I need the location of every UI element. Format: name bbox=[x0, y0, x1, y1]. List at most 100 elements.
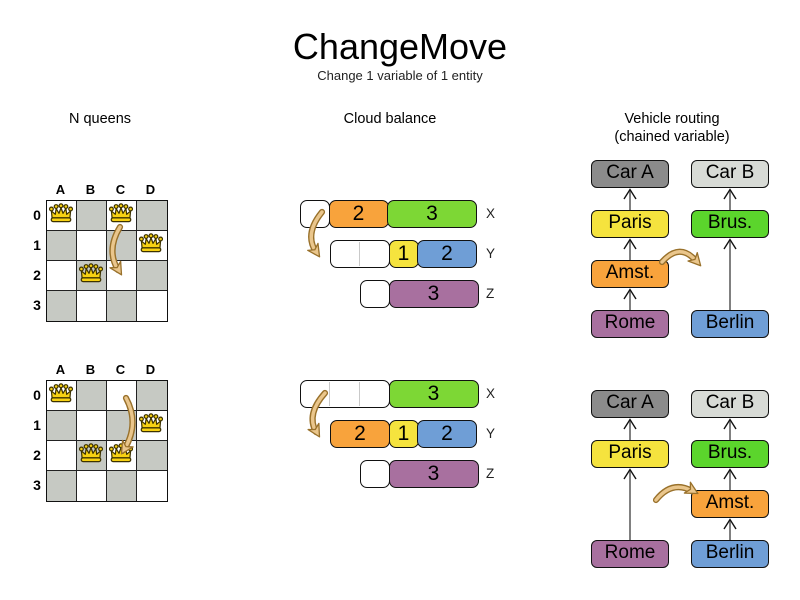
vr-node-berlin: Berlin bbox=[691, 310, 769, 338]
queen-icon bbox=[78, 443, 104, 463]
board-cell bbox=[47, 411, 77, 441]
board-row-label: 3 bbox=[33, 477, 41, 493]
board-cell bbox=[137, 471, 167, 501]
board-cell bbox=[137, 201, 167, 231]
unit-divider bbox=[359, 242, 360, 266]
board-cell bbox=[137, 261, 167, 291]
board-row-label: 1 bbox=[33, 237, 41, 253]
board-cell bbox=[77, 291, 107, 321]
queen-icon bbox=[78, 263, 104, 283]
vr-node-carB: Car B bbox=[691, 160, 769, 188]
board-cell bbox=[107, 471, 137, 501]
free-capacity-segment bbox=[360, 280, 390, 308]
queen-icon bbox=[138, 413, 164, 433]
process-block: 3 bbox=[388, 280, 479, 308]
board-row-label: 2 bbox=[33, 447, 41, 463]
board-row-label: 1 bbox=[33, 417, 41, 433]
process-block: 2 bbox=[328, 200, 389, 228]
process-block: 3 bbox=[388, 460, 479, 488]
free-capacity-segment bbox=[300, 380, 390, 408]
board-cell bbox=[47, 261, 77, 291]
vr-node-amst: Amst. bbox=[691, 490, 769, 518]
column-header-nqueens: N queens bbox=[68, 111, 132, 127]
board-cell bbox=[47, 231, 77, 261]
computer-label: X bbox=[486, 386, 496, 401]
free-capacity-segment bbox=[300, 200, 330, 228]
board-cell bbox=[77, 411, 107, 441]
board-cell bbox=[107, 231, 137, 261]
process-block: 1 bbox=[388, 240, 419, 268]
unit-divider bbox=[329, 382, 330, 406]
queen-icon bbox=[138, 233, 164, 253]
computer-row: 3 bbox=[360, 280, 479, 308]
board-column-label: A bbox=[55, 362, 67, 377]
queen-icon bbox=[48, 203, 74, 223]
queen-icon bbox=[108, 203, 134, 223]
vr-node-berlin: Berlin bbox=[691, 540, 769, 568]
chessboard-grid bbox=[46, 380, 168, 502]
vehicle-routing-before: Car A Car B Paris Brus. Amst. Rome Berlin bbox=[560, 150, 800, 350]
computer-label: Z bbox=[486, 466, 495, 481]
page-subtitle: Change 1 variable of 1 entity bbox=[317, 68, 483, 83]
board-cell bbox=[107, 411, 137, 441]
column-header-vehicle-routing: Vehicle routing (chained variable) bbox=[592, 110, 752, 146]
vr-node-brus: Brus. bbox=[691, 210, 769, 238]
computer-label: Y bbox=[486, 426, 496, 441]
computer-row: 3 bbox=[360, 460, 479, 488]
board-cell bbox=[77, 381, 107, 411]
vr-node-brus: Brus. bbox=[691, 440, 769, 468]
column-header-cloud-balance: Cloud balance bbox=[343, 111, 437, 127]
board-row-label: 2 bbox=[33, 267, 41, 283]
free-capacity-segment bbox=[360, 460, 390, 488]
vr-node-paris: Paris bbox=[591, 440, 669, 468]
board-row-label: 0 bbox=[33, 207, 41, 223]
board-column-label: C bbox=[115, 182, 127, 197]
vr-node-carA: Car A bbox=[591, 390, 669, 418]
process-block: 2 bbox=[330, 420, 390, 448]
board-column-label: D bbox=[145, 362, 157, 377]
board-column-label: A bbox=[55, 182, 67, 197]
board-cell bbox=[47, 291, 77, 321]
board-cell bbox=[77, 231, 107, 261]
vehicle-routing-header-line2: (chained variable) bbox=[614, 129, 730, 145]
computer-row: 3 bbox=[300, 380, 479, 408]
vr-node-amst: Amst. bbox=[591, 260, 669, 288]
board-cell bbox=[77, 471, 107, 501]
vr-node-rome: Rome bbox=[591, 540, 669, 568]
board-cell bbox=[137, 291, 167, 321]
vr-node-paris: Paris bbox=[591, 210, 669, 238]
board-cell bbox=[107, 261, 137, 291]
free-capacity-segment bbox=[330, 240, 390, 268]
board-column-label: D bbox=[145, 182, 157, 197]
page-title: ChangeMove bbox=[292, 26, 508, 67]
board-row-label: 0 bbox=[33, 387, 41, 403]
computer-label: Z bbox=[486, 286, 495, 301]
board-cell bbox=[47, 441, 77, 471]
nqueens-board-after: A B C D 0 1 2 3 bbox=[30, 362, 200, 512]
board-column-label: B bbox=[85, 182, 97, 197]
board-cell bbox=[47, 471, 77, 501]
board-column-label: B bbox=[85, 362, 97, 377]
computer-label: Y bbox=[486, 246, 496, 261]
process-block: 1 bbox=[388, 420, 419, 448]
board-cell bbox=[77, 201, 107, 231]
computer-label: X bbox=[486, 206, 496, 221]
board-cell bbox=[137, 441, 167, 471]
unit-divider bbox=[359, 382, 360, 406]
board-column-label: C bbox=[115, 362, 127, 377]
vr-node-rome: Rome bbox=[591, 310, 669, 338]
vehicle-routing-header-line1: Vehicle routing bbox=[624, 111, 720, 127]
board-cell bbox=[107, 291, 137, 321]
board-cell bbox=[107, 381, 137, 411]
process-block: 3 bbox=[388, 380, 479, 408]
vr-node-carA: Car A bbox=[591, 160, 669, 188]
process-block: 2 bbox=[417, 240, 477, 268]
